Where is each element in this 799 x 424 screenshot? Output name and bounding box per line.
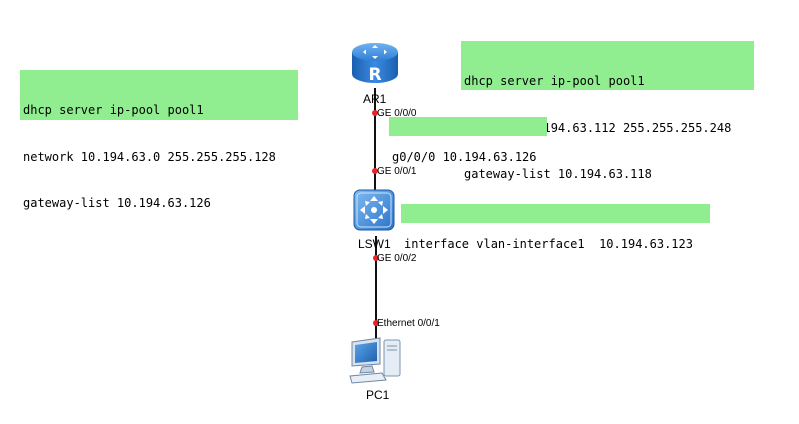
note-line: network 10.194.63.0 255.255.255.128: [23, 149, 276, 164]
port-label-lsw1-ge002: GE 0/0/2: [377, 253, 417, 264]
port-dot-lsw1-ge002: [373, 255, 379, 261]
note-line: interface vlan-interface1 10.194.63.123: [404, 237, 693, 251]
note-line: dhcp server ip-pool pool1: [464, 74, 645, 88]
note-switch-interface: interface vlan-interface1 10.194.63.123: [401, 204, 710, 251]
note-router-interface: g0/0/0 10.194.63.126: [389, 117, 547, 164]
pc-name: PC1: [366, 388, 390, 402]
port-dot-ar1-ge000: [372, 110, 378, 116]
note-line: gateway-list 10.194.63.126: [23, 196, 211, 210]
port-label-pc1-eth: Ethernet 0/0/1: [377, 318, 440, 329]
link-ar1-lsw1: [374, 88, 376, 190]
port-label-ar1-ge000: GE 0/0/0: [377, 108, 417, 119]
note-line: gateway-list 10.194.63.118: [464, 167, 652, 181]
note-pool-left: dhcp server ip-pool pool1 network 10.194…: [20, 70, 298, 210]
switch-icon: [353, 189, 395, 231]
switch-name: LSW1: [358, 237, 391, 251]
port-label-lsw1-ge001: GE 0/0/1: [377, 166, 417, 177]
switch-device[interactable]: [351, 187, 397, 233]
pc-icon: [349, 337, 401, 384]
router-icon: R: [352, 43, 398, 85]
link-lsw1-pc1: [375, 236, 377, 346]
router-name: AR1: [363, 92, 387, 106]
port-dot-pc1-eth: [373, 320, 379, 326]
svg-text:R: R: [368, 65, 381, 85]
note-pool-right: dhcp server ip-pool pool1 network 10.194…: [461, 41, 754, 181]
router-device[interactable]: R: [350, 38, 400, 88]
port-dot-lsw1-ge001: [372, 168, 378, 174]
note-line: dhcp server ip-pool pool1: [23, 103, 204, 117]
note-line: g0/0/0 10.194.63.126: [392, 150, 537, 164]
pc-device[interactable]: [348, 336, 404, 384]
